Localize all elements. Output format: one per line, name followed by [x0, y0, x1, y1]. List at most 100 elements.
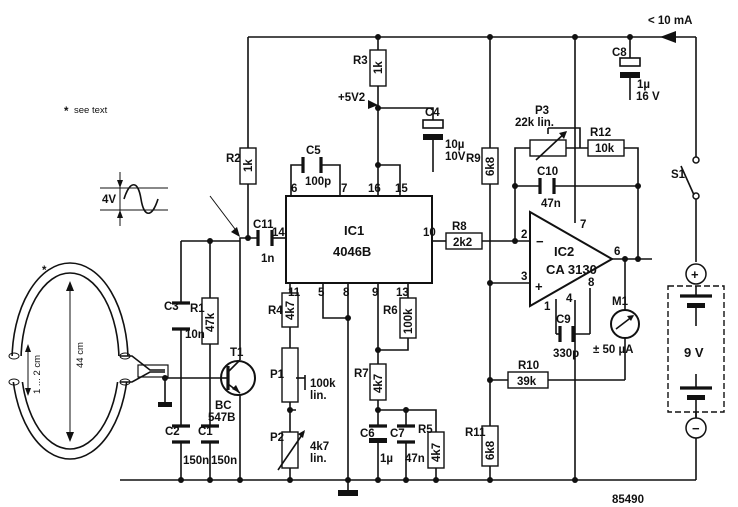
ic2-name: IC2	[554, 244, 574, 259]
resistor-r1	[201, 297, 219, 345]
resistor-r8	[445, 232, 483, 250]
p1-note: lin.	[310, 390, 327, 402]
c8-ref: C8	[612, 47, 627, 59]
c11-value: 1n	[261, 253, 274, 265]
loop-ground-symbol	[158, 402, 172, 407]
ic1-pin-14: 14	[272, 227, 285, 239]
r8-ref: R8	[452, 221, 467, 233]
r6-ref: R6	[383, 305, 398, 317]
ic1-pin-16: 16	[368, 183, 381, 195]
battery-9v	[667, 263, 725, 439]
r2-ref: R2	[226, 153, 241, 165]
ic1-pin-15: 15	[395, 183, 408, 195]
signal-waveform	[100, 172, 240, 237]
c8-voltage: 16 V	[636, 91, 660, 103]
t1-type-line1: BC	[215, 400, 232, 412]
resistor-r9	[481, 147, 499, 185]
supply-5v-arrow	[368, 100, 378, 109]
c4-voltage: 10V	[445, 151, 466, 163]
r11-value: 6k8	[485, 440, 497, 460]
c2-value: 150n	[183, 455, 209, 467]
ground-symbol	[338, 490, 358, 496]
ic2-pin-6: 6	[614, 246, 620, 258]
r4-ref: R4	[268, 305, 283, 317]
r1-value: 47k	[205, 312, 217, 332]
battery-voltage: 9 V	[684, 345, 704, 360]
ic1-pin-13: 13	[396, 287, 409, 299]
ic1-pin-11: 11	[288, 287, 301, 299]
potentiometer-p2	[281, 431, 299, 469]
p3-ref: P3	[535, 105, 549, 117]
ic2-minus: −	[536, 234, 544, 249]
ic2-pin-8: 8	[588, 277, 595, 289]
ic1-pin-7: 7	[341, 183, 347, 195]
m1-ref: M1	[612, 296, 629, 308]
c9-ref: C9	[556, 314, 571, 326]
r7-value: 4k7	[373, 374, 385, 393]
resistor-r12	[587, 139, 625, 157]
ic1-pin-6: 6	[291, 183, 297, 195]
ic1-pin-9: 9	[372, 287, 378, 299]
switch-s1	[680, 156, 700, 200]
current-max-label: < 10 mA	[648, 15, 692, 27]
r8-value: 2k2	[453, 237, 472, 249]
ic1-pin-8: 8	[343, 287, 350, 299]
see-text-note: see text	[74, 105, 108, 116]
p1-value: 100k	[310, 378, 336, 390]
c5-value: 100p	[305, 176, 331, 188]
c8-value: 1µ	[637, 79, 650, 91]
ic2-pin-1: 1	[544, 301, 551, 313]
p2-ref: P2	[270, 432, 284, 444]
r12-value: 10k	[595, 143, 615, 155]
loop-antenna	[5, 262, 169, 460]
resistor-r10	[507, 371, 549, 389]
r5-value: 4k7	[431, 443, 443, 462]
c10-ref: C10	[537, 166, 558, 178]
ic2-pin-7: 7	[580, 219, 586, 231]
p2-note: lin.	[310, 453, 327, 465]
supply-5v-label: +5V2	[338, 92, 365, 104]
current-arrow	[660, 31, 676, 43]
junction-dots	[162, 34, 641, 483]
c2-ref: C2	[165, 426, 180, 438]
c5-ref: C5	[306, 145, 321, 157]
r6-value: 100k	[403, 308, 415, 334]
r12-ref: R12	[590, 127, 611, 139]
figure-number: 85490	[612, 494, 644, 506]
r4-value: 4k7	[285, 301, 297, 320]
c1-ref: C1	[198, 426, 213, 438]
c9-value: 330p	[553, 348, 579, 360]
r3-ref: R3	[353, 55, 368, 67]
resistor-r11	[481, 425, 499, 467]
resistor-r6	[399, 297, 417, 339]
c7-value: 47n	[405, 453, 425, 465]
ic1-type: 4046B	[333, 244, 371, 259]
r3-value: 1k	[373, 61, 385, 74]
ic2-pin-2: 2	[521, 229, 527, 241]
r5-ref: R5	[418, 424, 433, 436]
r1-ref: R1	[190, 303, 205, 315]
c6-value: 1µ	[380, 453, 393, 465]
c4-ref: C4	[425, 107, 440, 119]
resistor-r4	[281, 292, 299, 328]
t1-type-line2: 547B	[208, 412, 236, 424]
battery-minus: −	[692, 421, 700, 436]
ic1-name: IC1	[344, 223, 364, 238]
r10-value: 39k	[517, 376, 537, 388]
see-text-asterisk: *	[64, 106, 69, 118]
r7-ref: R7	[354, 368, 369, 380]
p3-value: 22k lin.	[515, 117, 554, 129]
c6-ref: C6	[360, 428, 375, 440]
c1-value: 150n	[211, 455, 237, 467]
r11-ref: R11	[465, 427, 486, 439]
ic2-body	[529, 210, 615, 308]
potentiometer-p1	[281, 347, 299, 403]
c3-value: 10n	[185, 329, 205, 341]
battery-plus: +	[691, 267, 699, 282]
resistor-r2	[239, 147, 257, 185]
resistor-r7	[369, 363, 387, 401]
p1-ref: P1	[270, 369, 285, 381]
meter-m1	[610, 309, 640, 339]
ic1-body	[285, 195, 433, 284]
r9-value: 6k8	[485, 156, 497, 176]
